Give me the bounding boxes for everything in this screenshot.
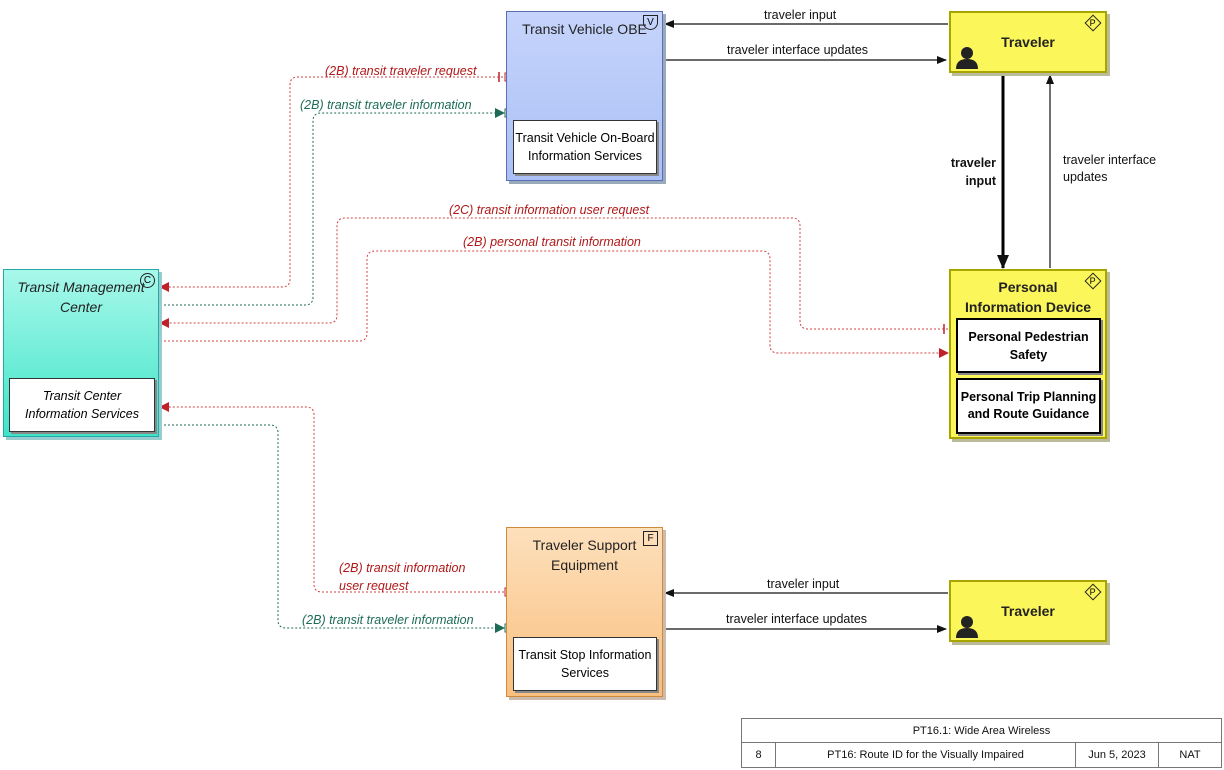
person-badge-icon: P — [1084, 583, 1102, 601]
flow-obe-information-line — [160, 108, 505, 306]
legend-title: PT16.1: Wide Area Wireless — [742, 719, 1221, 743]
flow-pid-personal-info-label: (2B) personal transit information — [463, 235, 641, 249]
person-icon — [956, 47, 978, 69]
personal-pedestrian-safety-label: Personal Pedestrian Safety — [968, 329, 1089, 362]
personal-trip-planning[interactable]: Personal Trip Planning and Route Guidanc… — [956, 378, 1101, 434]
flow-obe-request-line — [159, 76, 503, 292]
flow-tse-request-line — [159, 402, 504, 593]
transit-vehicle-obe-box[interactable]: Transit Vehicle OBE V Transit Vehicle On… — [506, 11, 663, 181]
traveler-support-equipment-title: Traveler Support Equipment — [532, 537, 637, 573]
transit-vehicle-onboard-info-services-label: Transit Vehicle On-Board Information Ser… — [515, 131, 655, 163]
diagram-legend: PT16.1: Wide Area Wireless 8 PT16: Route… — [741, 718, 1222, 768]
flow-tse-information-line — [160, 424, 505, 633]
vehicle-badge-icon: V — [643, 15, 658, 30]
traveler-top-title: Traveler — [1001, 34, 1055, 50]
center-badge-icon: C — [140, 273, 155, 288]
flow-tse-information-label: (2B) transit traveler information — [302, 613, 474, 627]
flow-pid-personal-info-line — [160, 250, 949, 358]
legend-number: 8 — [742, 743, 776, 767]
transit-center-info-services[interactable]: Transit Center Information Services — [9, 378, 155, 432]
transit-vehicle-onboard-info-services[interactable]: Transit Vehicle On-Board Information Ser… — [513, 120, 657, 174]
flow-tse-traveler-updates-label: traveler interface updates — [726, 612, 868, 626]
flow-obe-traveler-updates-label: traveler interface updates — [727, 43, 869, 57]
traveler-support-equipment-box[interactable]: Traveler Support Equipment F Transit Sto… — [506, 527, 663, 697]
traveler-bottom-box[interactable]: Traveler P — [949, 580, 1107, 642]
personal-trip-planning-label: Personal Trip Planning and Route Guidanc… — [960, 390, 1097, 421]
transit-stop-info-services-label: Transit Stop Information Services — [518, 648, 652, 680]
flow-tse-request-label: (2B) transit information user request — [339, 561, 466, 593]
flow-tse-traveler-input-label: traveler input — [767, 577, 840, 591]
transit-management-center-title: Transit Management Center — [17, 279, 145, 315]
flow-pid-traveler-input-label: traveler input — [950, 156, 996, 188]
flow-obe-traveler-input-label: traveler input — [764, 8, 837, 22]
field-badge-icon: F — [643, 531, 658, 546]
legend-date: Jun 5, 2023 — [1076, 743, 1159, 767]
flow-obe-request-label: (2B) transit traveler request — [325, 64, 477, 78]
personal-pedestrian-safety[interactable]: Personal Pedestrian Safety — [956, 318, 1101, 373]
personal-information-device-title: Personal Information Device — [964, 279, 1092, 315]
person-badge-icon: P — [1084, 14, 1102, 32]
transit-stop-info-services[interactable]: Transit Stop Information Services — [513, 637, 657, 691]
flow-obe-information-label: (2B) transit traveler information — [300, 98, 472, 112]
personal-information-device-box[interactable]: Personal Information Device P Personal P… — [949, 269, 1107, 439]
flow-pid-request-line — [159, 217, 948, 330]
flow-pid-request-label: (2C) transit information user request — [449, 203, 650, 217]
transit-center-info-services-label: Transit Center Information Services — [25, 389, 139, 421]
traveler-top-box[interactable]: Traveler P — [949, 11, 1107, 73]
legend-region: NAT — [1179, 749, 1201, 761]
flow-pid-traveler-updates-label: traveler interface updates — [1063, 153, 1157, 184]
transit-vehicle-obe-title: Transit Vehicle OBE — [522, 21, 647, 37]
person-icon — [956, 616, 978, 638]
transit-management-center-box[interactable]: Transit Management Center C Transit Cent… — [3, 269, 159, 437]
traveler-bottom-title: Traveler — [1001, 603, 1055, 619]
legend-name: PT16: Route ID for the Visually Impaired — [776, 743, 1076, 767]
